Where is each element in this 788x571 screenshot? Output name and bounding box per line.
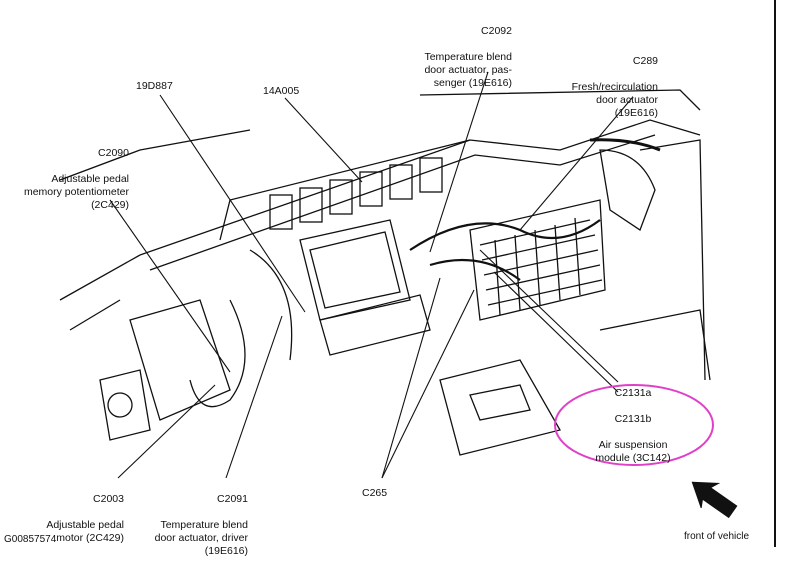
hvac-grid — [469, 199, 606, 321]
label-c2131b-code: C2131b — [614, 413, 652, 425]
leader-c2003 — [117, 384, 216, 479]
leader-c289 — [519, 97, 633, 231]
label-c289-code: C289 — [632, 55, 658, 67]
label-c2091: C2091 Temperature blend door actuator, d… — [140, 480, 248, 571]
leader-c2131a — [479, 249, 619, 383]
leader-c2131b — [493, 271, 619, 393]
label-c265: C265 — [362, 487, 388, 499]
label-c2090-desc: Adjustable pedal memory potentiometer (2… — [23, 173, 129, 211]
label-c2092-desc: Temperature blend door actuator, pas- se… — [424, 51, 512, 89]
leader-19d887 — [159, 94, 306, 313]
label-c2131a-code: C2131a — [614, 387, 652, 399]
label-14a005: 14A005 — [263, 85, 300, 97]
dashboard-illustration — [59, 71, 738, 519]
leader-c2092 — [429, 71, 489, 253]
leader-c2090 — [109, 199, 231, 373]
label-c2003: C2003 Adjustable pedal motor (2C429) — [40, 480, 124, 558]
label-c2092-code: C2092 — [481, 25, 512, 37]
label-c2091-desc: Temperature blend door actuator, driver … — [154, 519, 248, 557]
figure-id: G00857574 — [4, 534, 57, 545]
label-c2003-desc: Adjustable pedal motor (2C429) — [46, 519, 124, 544]
label-c2131: C2131a C2131b Air suspension module (3C1… — [580, 374, 686, 478]
diagram-frame — [774, 0, 776, 547]
label-c2091-code: C2091 — [217, 493, 248, 505]
label-c2003-code: C2003 — [93, 493, 124, 505]
label-c289: C289 Fresh/recirculation door actuator (… — [550, 42, 658, 133]
front-of-vehicle-label: front of vehicle — [684, 531, 750, 542]
label-c2090: C2090 Adjustable pedal memory potentiome… — [10, 134, 129, 225]
highlight-ellipse — [554, 384, 714, 466]
label-c2092: C2092 Temperature blend door actuator, p… — [402, 12, 512, 103]
arrow-up-left-icon — [691, 481, 738, 519]
leader-c265-b — [381, 289, 475, 479]
label-19d887: 19D887 — [136, 80, 173, 92]
label-c2090-code: C2090 — [98, 147, 129, 159]
leader-c2091 — [225, 315, 283, 479]
leader-14a005 — [284, 97, 363, 183]
label-c2131-desc: Air suspension module (3C142) — [595, 439, 671, 464]
label-c289-desc: Fresh/recirculation door actuator (19E61… — [571, 81, 658, 119]
leader-c265-a — [381, 277, 441, 479]
